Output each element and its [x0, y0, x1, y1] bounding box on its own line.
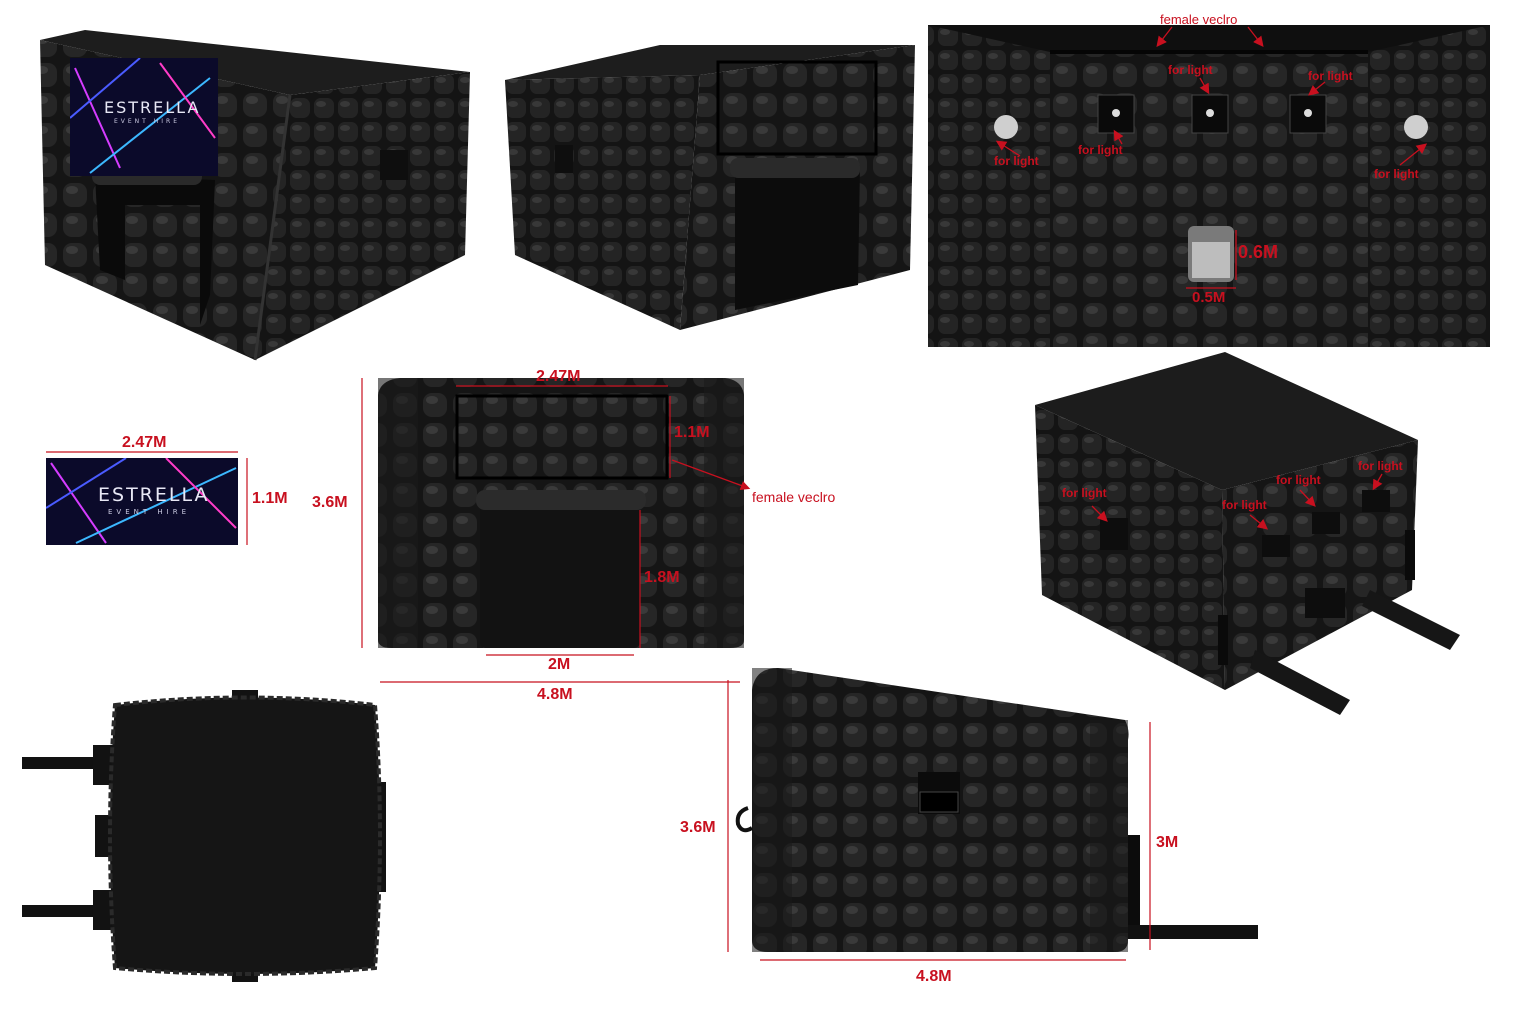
banner-dimensions — [46, 451, 248, 545]
front-panel-width: 2.47M — [536, 368, 581, 385]
interior-door-height: 0.6M — [1238, 242, 1279, 262]
front-door-height: 1.8M — [644, 569, 680, 586]
interior-light-label-1: for light — [1168, 63, 1213, 77]
side-back-height: 3M — [1156, 834, 1179, 851]
iso-side-arrows — [1091, 473, 1383, 530]
iso-light-label-1: for light — [1062, 486, 1107, 500]
neon-lines-icon — [70, 58, 216, 174]
front-view-tent — [378, 378, 744, 648]
iso-light-label-2: for light — [1222, 498, 1267, 512]
side-length: 4.8M — [916, 968, 952, 985]
side-view-tent — [735, 668, 1258, 952]
iso-back-tent — [505, 45, 915, 330]
side-view-dimensions — [727, 680, 1151, 961]
interior-view — [928, 25, 1490, 347]
side-front-height: 3.6M — [680, 819, 716, 836]
front-total-width: 4.8M — [537, 686, 573, 703]
front-velcro-label: female veclro — [752, 489, 836, 505]
iso-front-banner: ESTRELLA EVENT HIRE — [70, 58, 218, 176]
banner-height-label: 1.1M — [252, 490, 288, 507]
banner-tagline: EVENT HIRE — [114, 118, 180, 125]
iso-light-label-4: for light — [1358, 459, 1403, 473]
front-total-height: 3.6M — [312, 494, 348, 511]
front-door-width: 2M — [548, 656, 571, 673]
top-view-tent — [22, 690, 386, 982]
interior-velcro-label: female veclro — [1160, 12, 1238, 27]
banner-brand: ESTRELLA — [104, 98, 201, 117]
banner-spec-tagline: EVENT HIRE — [108, 508, 190, 516]
interior-light-label-5: for light — [1374, 167, 1419, 181]
interior-light-label-3: for light — [1078, 143, 1123, 157]
interior-light-label-4: for light — [994, 154, 1039, 168]
banner-spec-brand: ESTRELLA — [98, 484, 210, 506]
iso-light-label-3: for light — [1276, 473, 1321, 487]
interior-arrows — [995, 26, 1428, 289]
interior-light-label-2: for light — [1308, 69, 1353, 83]
iso-side-tent — [1035, 352, 1460, 715]
interior-door-width: 0.5M — [1192, 289, 1226, 306]
neon-lines-icon — [46, 458, 237, 544]
banner-spec-image: ESTRELLA EVENT HIRE — [46, 458, 238, 545]
banner-width-label: 2.47M — [122, 434, 167, 451]
front-view-dimensions — [361, 378, 751, 683]
front-panel-height: 1.1M — [674, 424, 710, 441]
